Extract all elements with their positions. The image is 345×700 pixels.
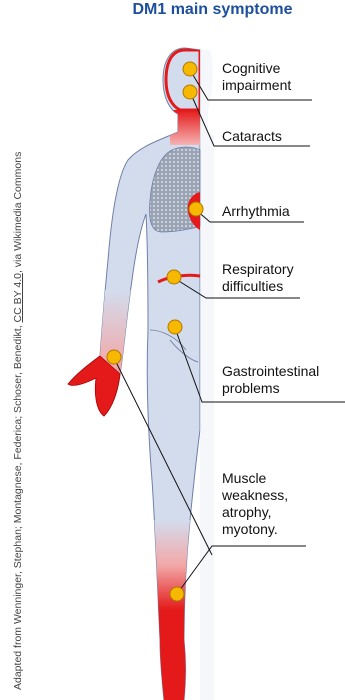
marker-respiratory xyxy=(167,270,181,284)
leg-affected xyxy=(140,520,210,700)
label-muscle-weakness: Muscle weakness, atrophy, myotony. xyxy=(222,470,288,538)
marker-cognitive xyxy=(183,62,197,76)
marker-leg xyxy=(170,587,184,601)
callout-line-muscle-leg xyxy=(177,546,306,594)
marker-gastro xyxy=(168,320,182,334)
marker-cataracts xyxy=(183,85,197,99)
label-cognitive-impairment: Cognitive impairment xyxy=(222,60,291,94)
label-arrhythmia: Arrhythmia xyxy=(222,203,290,220)
marker-hand xyxy=(107,350,121,364)
neck-affected xyxy=(170,110,202,145)
label-line: Arrhythmia xyxy=(222,203,290,220)
label-respiratory-difficulties: Respiratory difficulties xyxy=(222,261,294,295)
label-line: atrophy, xyxy=(222,504,288,521)
label-line: difficulties xyxy=(222,278,294,295)
label-line: Gastrointestinal xyxy=(222,363,319,380)
label-line: problems xyxy=(222,380,319,397)
label-line: Respiratory xyxy=(222,261,294,278)
label-line: weakness, xyxy=(222,487,288,504)
label-gastrointestinal-problems: Gastrointestinal problems xyxy=(222,363,319,397)
label-cataracts: Cataracts xyxy=(222,128,282,145)
marker-arrhythmia xyxy=(189,202,203,216)
label-line: myotony. xyxy=(222,521,288,538)
label-line: Muscle xyxy=(222,470,288,487)
label-line: impairment xyxy=(222,77,291,94)
label-line: Cataracts xyxy=(222,128,282,145)
body-right-faded xyxy=(200,50,214,700)
label-line: Cognitive xyxy=(222,60,291,77)
